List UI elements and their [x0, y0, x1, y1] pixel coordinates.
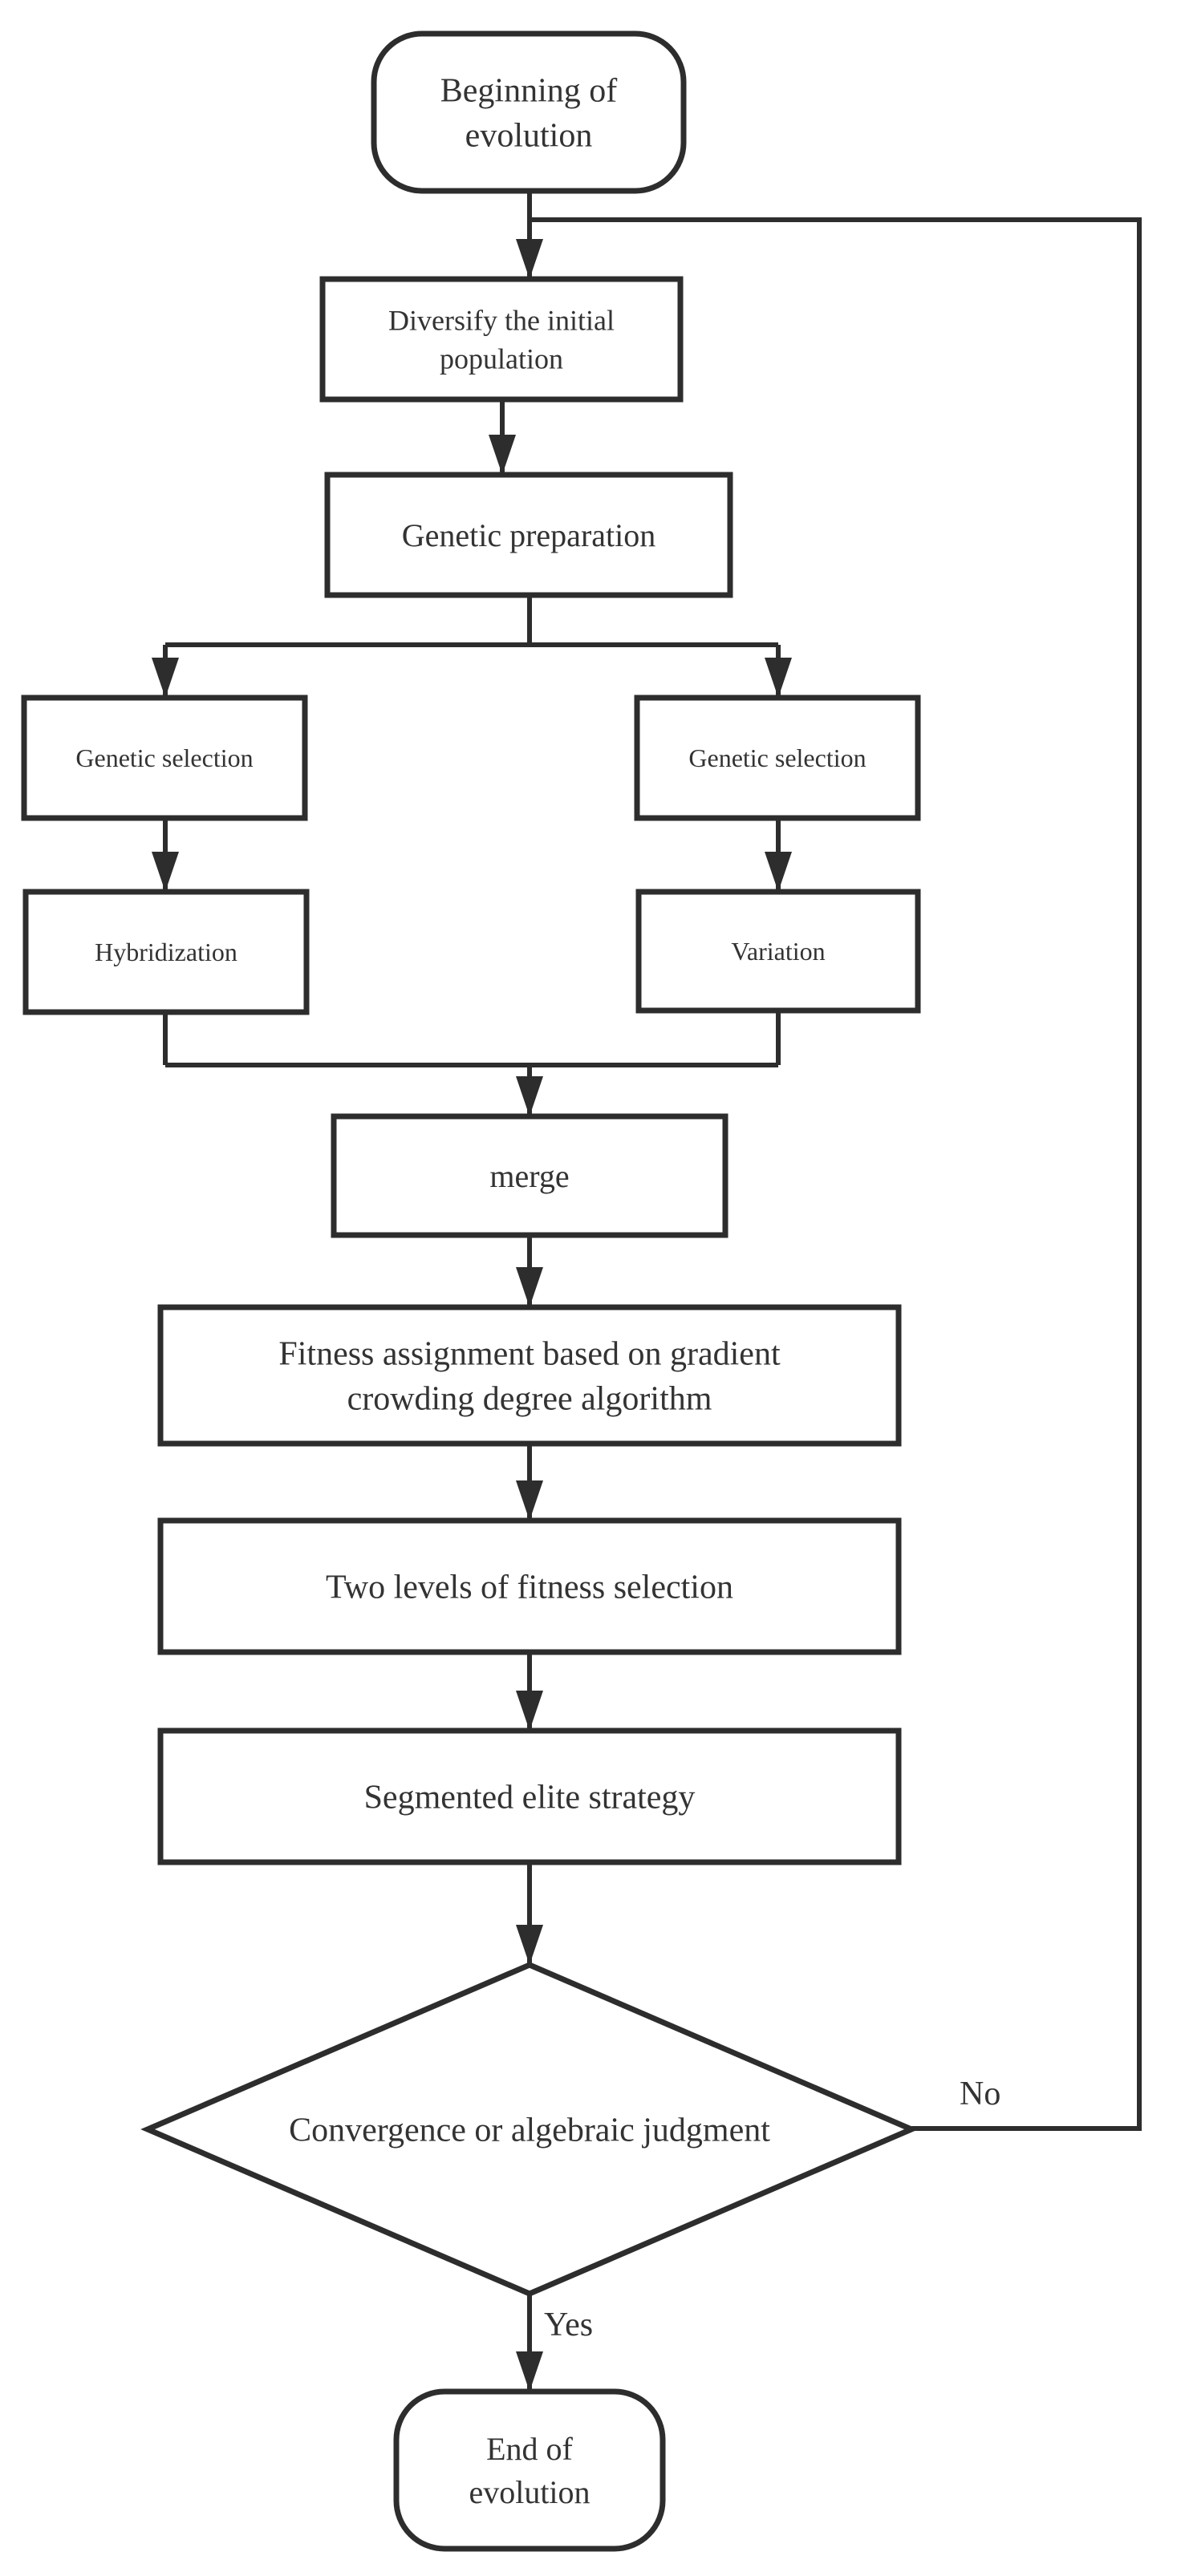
arrowhead-icon	[516, 1480, 543, 1521]
edge-selection-right-to-variation	[765, 818, 792, 892]
variation-shape	[635, 889, 921, 1014]
variation-label: Variation	[731, 937, 825, 966]
segmented-label: Segmented elite strategy	[364, 1780, 696, 1817]
selection-right-label: Genetic selection	[688, 743, 866, 772]
node-hybridization: Hybridization	[22, 889, 310, 1015]
edge-two-levels-to-segmented	[516, 1652, 543, 1731]
diversify-shape	[319, 276, 684, 403]
edge-segmented-to-decision	[516, 1862, 543, 1965]
edge-split-to-selection-right	[765, 645, 792, 698]
edge-merge-to-fitness	[516, 1235, 543, 1307]
decision-label: Convergence or algebraic judgment	[289, 2112, 770, 2149]
arrowhead-icon	[152, 658, 179, 698]
node-variation: Variation	[635, 889, 921, 1014]
start-shape	[371, 30, 687, 194]
arrowhead-icon	[516, 2351, 543, 2392]
arrowhead-icon	[765, 852, 792, 892]
arrowhead-icon	[516, 1691, 543, 1731]
edge-join-to-merge	[516, 1065, 543, 1116]
arrowhead-icon	[489, 435, 516, 475]
edge-selection-left-to-hybridization	[152, 818, 179, 892]
edge-diversify-to-preparation	[489, 399, 516, 475]
arrowhead-icon	[765, 658, 792, 698]
arrowhead-icon	[516, 1076, 543, 1116]
end-shape	[393, 2388, 666, 2552]
node-segmented: Segmented elite strategy	[157, 1727, 902, 1865]
hybridization-label: Hybridization	[95, 938, 237, 966]
preparation-label: Genetic preparation	[402, 517, 656, 553]
node-decision: Convergence or algebraic judgment	[140, 1962, 919, 2297]
node-selection-right: Genetic selection	[634, 695, 921, 821]
node-merge: merge	[331, 1113, 728, 1238]
edge-split-to-selection-left	[152, 645, 179, 698]
arrowhead-icon	[516, 1925, 543, 1965]
edge-start-to-diversify	[516, 191, 543, 279]
node-preparation: Genetic preparation	[324, 472, 733, 598]
edge-label-no: No	[960, 2076, 1000, 2112]
no-feedback-line-line	[530, 217, 1142, 2131]
two-levels-shape	[157, 1517, 902, 1655]
node-two-levels: Two levels of fitness selection	[157, 1517, 902, 1655]
arrowhead-icon	[516, 239, 543, 279]
edge-no-feedback-line	[530, 217, 1142, 2131]
merge-label: merge	[489, 1158, 569, 1194]
edge-fitness-to-two-levels	[516, 1444, 543, 1521]
arrowhead-icon	[152, 852, 179, 892]
arrowhead-icon	[516, 1267, 543, 1307]
two-levels-label: Two levels of fitness selection	[326, 1569, 733, 1606]
selection-left-label: Genetic selection	[75, 743, 253, 772]
fitness-shape	[157, 1304, 902, 1447]
edge-label-yes: Yes	[544, 2307, 593, 2343]
edge-decision-to-end	[516, 2294, 543, 2392]
node-selection-left: Genetic selection	[21, 695, 308, 821]
preparation-shape	[324, 472, 733, 598]
